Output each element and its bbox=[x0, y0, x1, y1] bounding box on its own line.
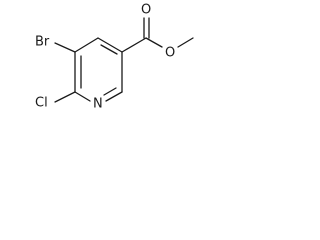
structure-canvas: Br Cl N O O bbox=[0, 0, 226, 138]
bond-c6-n1-inner bbox=[103, 87, 117, 96]
bond-c5-carbonyl-c bbox=[121, 37, 147, 53]
bond-c4-c5 bbox=[97, 37, 123, 53]
bond-ester-o-methyl bbox=[177, 37, 194, 48]
bond-c2-cl bbox=[54, 91, 76, 103]
bromine-atom-label: Br bbox=[35, 35, 50, 50]
bond-c4-c5-inner bbox=[100, 44, 118, 55]
ester-oxygen-atom-label: O bbox=[165, 46, 175, 61]
bond-n1-c2 bbox=[74, 91, 91, 102]
nitrogen-atom-label: N bbox=[93, 97, 103, 112]
bond-c3-c4 bbox=[74, 37, 99, 53]
bond-c6-n1 bbox=[105, 91, 123, 102]
bond-c3-br bbox=[54, 42, 76, 53]
carbonyl-oxygen-atom-label: O bbox=[141, 3, 151, 18]
bond-carbonyl-ester-o bbox=[145, 37, 163, 48]
chlorine-atom-label: Cl bbox=[35, 96, 48, 111]
molecule-structure: Br Cl N O O bbox=[35, 3, 194, 112]
